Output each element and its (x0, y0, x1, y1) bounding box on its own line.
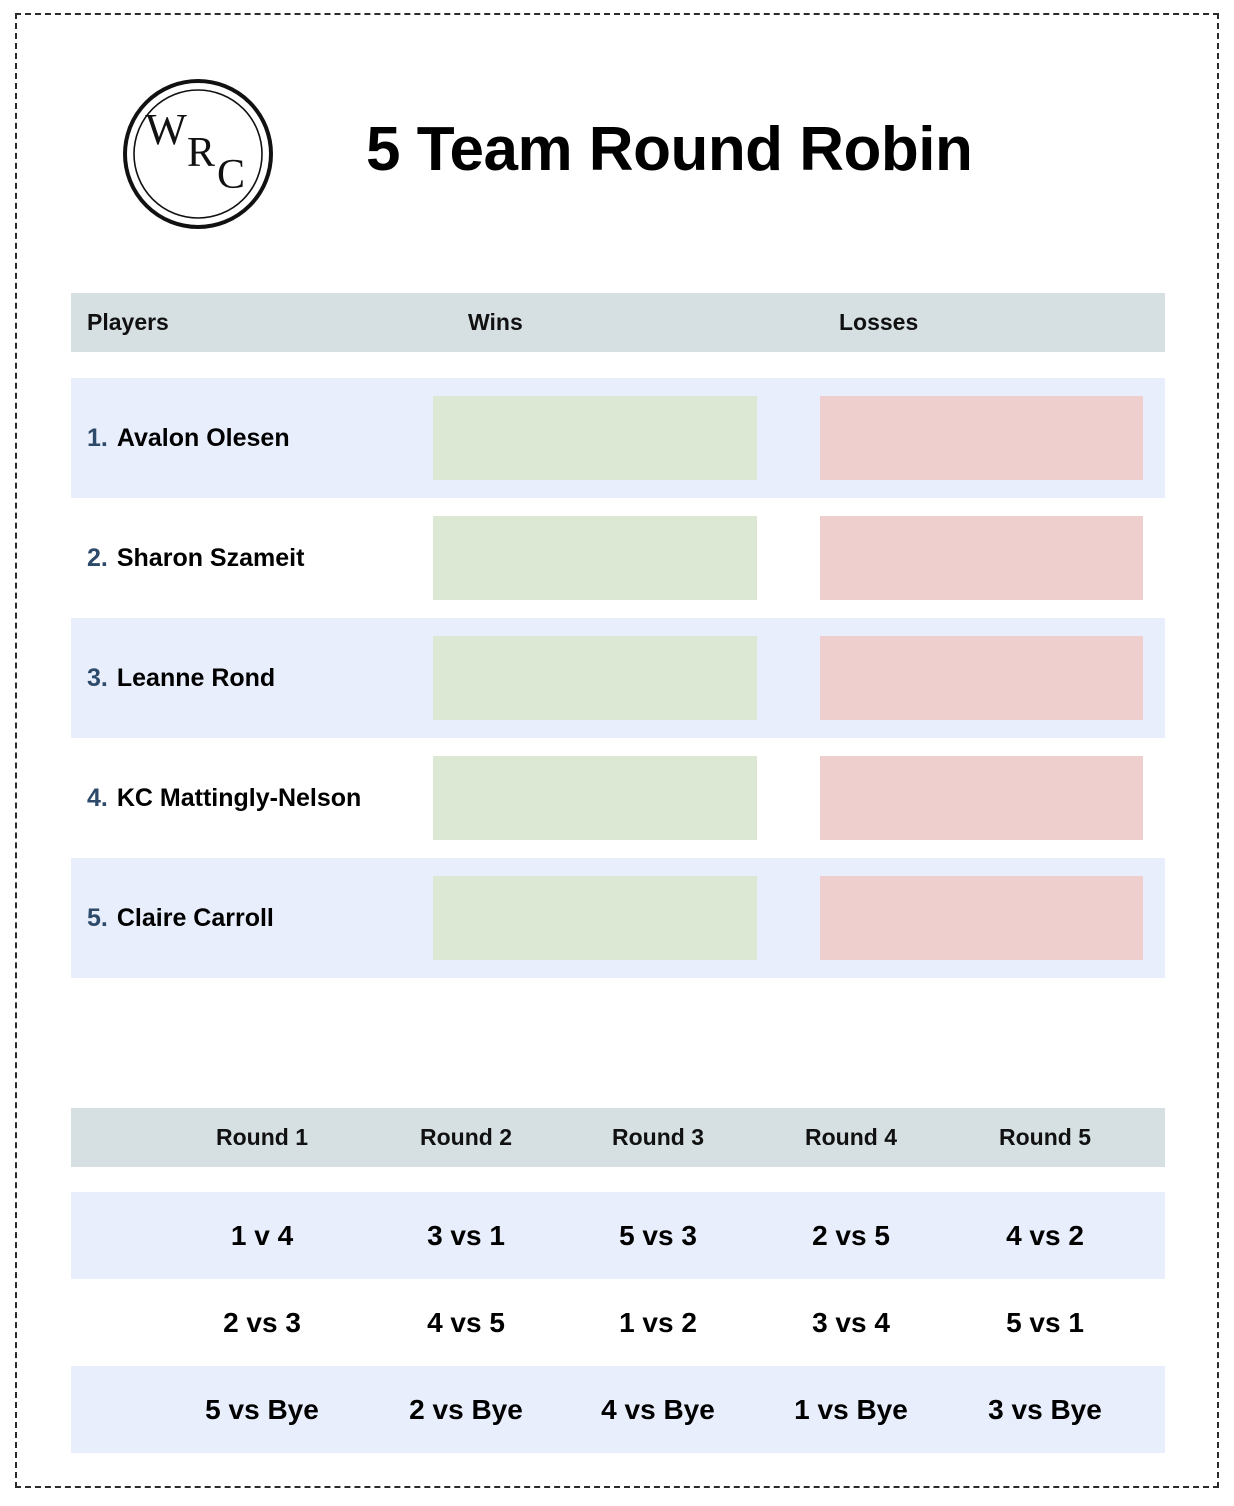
losses-input-box[interactable] (820, 756, 1143, 840)
matchup-cell: 1 vs Bye (794, 1394, 908, 1425)
matchup-cell: 2 vs 5 (812, 1220, 890, 1251)
svg-text:W: W (145, 105, 187, 154)
matchup-cell: 2 vs 3 (223, 1307, 301, 1338)
schedule-body: 1 v 4 3 vs 1 5 vs 3 2 vs 5 4 vs 2 2 vs 3… (71, 1192, 1165, 1453)
player-name-cell: 5. Claire Carroll (87, 858, 274, 978)
matchup-cell: 4 vs Bye (601, 1394, 715, 1425)
column-header-round-2: Round 2 (420, 1124, 512, 1150)
wins-input-box[interactable] (433, 756, 757, 840)
table-row: 5. Claire Carroll (71, 858, 1165, 978)
matchup-cell: 5 vs 1 (1006, 1307, 1084, 1338)
player-name-cell: 2. Sharon Szameit (87, 498, 304, 618)
player-name-cell: 3. Leanne Rond (87, 618, 275, 738)
losses-input-box[interactable] (820, 396, 1143, 480)
table-row: 2. Sharon Szameit (71, 498, 1165, 618)
matchup-cell: 3 vs Bye (988, 1394, 1102, 1425)
column-header-round-3: Round 3 (612, 1124, 704, 1150)
matchup-cell: 4 vs 2 (1006, 1220, 1084, 1251)
table-row: 1 v 4 3 vs 1 5 vs 3 2 vs 5 4 vs 2 (71, 1192, 1165, 1279)
wins-input-box[interactable] (433, 876, 757, 960)
wins-input-box[interactable] (433, 636, 757, 720)
schedule-header-row: Round 1 Round 2 Round 3 Round 4 Round 5 (71, 1108, 1165, 1167)
player-name-label: Claire Carroll (116, 903, 274, 932)
player-rank-number: 3. (87, 663, 108, 692)
losses-input-box[interactable] (820, 876, 1143, 960)
player-name-label: Sharon Szameit (116, 543, 305, 572)
matchup-cell: 1 vs 2 (619, 1307, 697, 1338)
table-row: 2 vs 3 4 vs 5 1 vs 2 3 vs 4 5 vs 1 (71, 1279, 1165, 1366)
player-name-label: KC Mattingly-Nelson (116, 783, 362, 812)
matchup-cell: 1 v 4 (230, 1220, 294, 1251)
table-row: 3. Leanne Rond (71, 618, 1165, 738)
standings-body: 1. Avalon Olesen 2. Sharon Szameit 3. Le… (71, 378, 1165, 978)
column-header-players: Players (87, 309, 169, 335)
column-header-wins: Wins (468, 309, 523, 335)
player-rank-number: 5. (87, 903, 108, 932)
matchup-cell: 2 vs Bye (409, 1394, 523, 1425)
player-rank-number: 2. (87, 543, 108, 572)
matchup-cell: 5 vs 3 (619, 1220, 697, 1251)
table-row: 5 vs Bye 2 vs Bye 4 vs Bye 1 vs Bye 3 vs… (71, 1366, 1165, 1453)
losses-input-box[interactable] (820, 516, 1143, 600)
standings-table: Players Wins Losses 1. Avalon Olesen 2. … (71, 293, 1165, 978)
player-name-cell: 4. KC Mattingly-Nelson (87, 738, 361, 858)
matchup-cell: 3 vs 1 (427, 1220, 505, 1251)
matchup-cell: 3 vs 4 (812, 1307, 890, 1338)
player-name-label: Leanne Rond (116, 663, 276, 692)
page-header: W R C 5 Team Round Robin (0, 0, 1234, 280)
svg-text:R: R (187, 130, 215, 176)
table-row: 4. KC Mattingly-Nelson (71, 738, 1165, 858)
wrc-logo-icon: W R C (122, 78, 274, 230)
column-header-losses: Losses (839, 309, 919, 335)
svg-text:C: C (217, 152, 245, 198)
table-row: 1. Avalon Olesen (71, 378, 1165, 498)
standings-header-row: Players Wins Losses (71, 293, 1165, 352)
player-rank-number: 1. (87, 423, 108, 452)
losses-input-box[interactable] (820, 636, 1143, 720)
matchup-cell: 4 vs 5 (427, 1307, 505, 1338)
wins-input-box[interactable] (433, 396, 757, 480)
column-header-round-5: Round 5 (999, 1124, 1091, 1150)
matchup-cell: 5 vs Bye (205, 1394, 319, 1425)
column-header-round-1: Round 1 (216, 1124, 308, 1150)
player-rank-number: 4. (87, 783, 108, 812)
player-name-cell: 1. Avalon Olesen (87, 378, 290, 498)
schedule-table: Round 1 Round 2 Round 3 Round 4 Round 5 … (71, 1108, 1165, 1453)
column-header-round-4: Round 4 (805, 1124, 897, 1150)
player-name-label: Avalon Olesen (116, 423, 290, 452)
page-title: 5 Team Round Robin (366, 115, 973, 184)
wins-input-box[interactable] (433, 516, 757, 600)
